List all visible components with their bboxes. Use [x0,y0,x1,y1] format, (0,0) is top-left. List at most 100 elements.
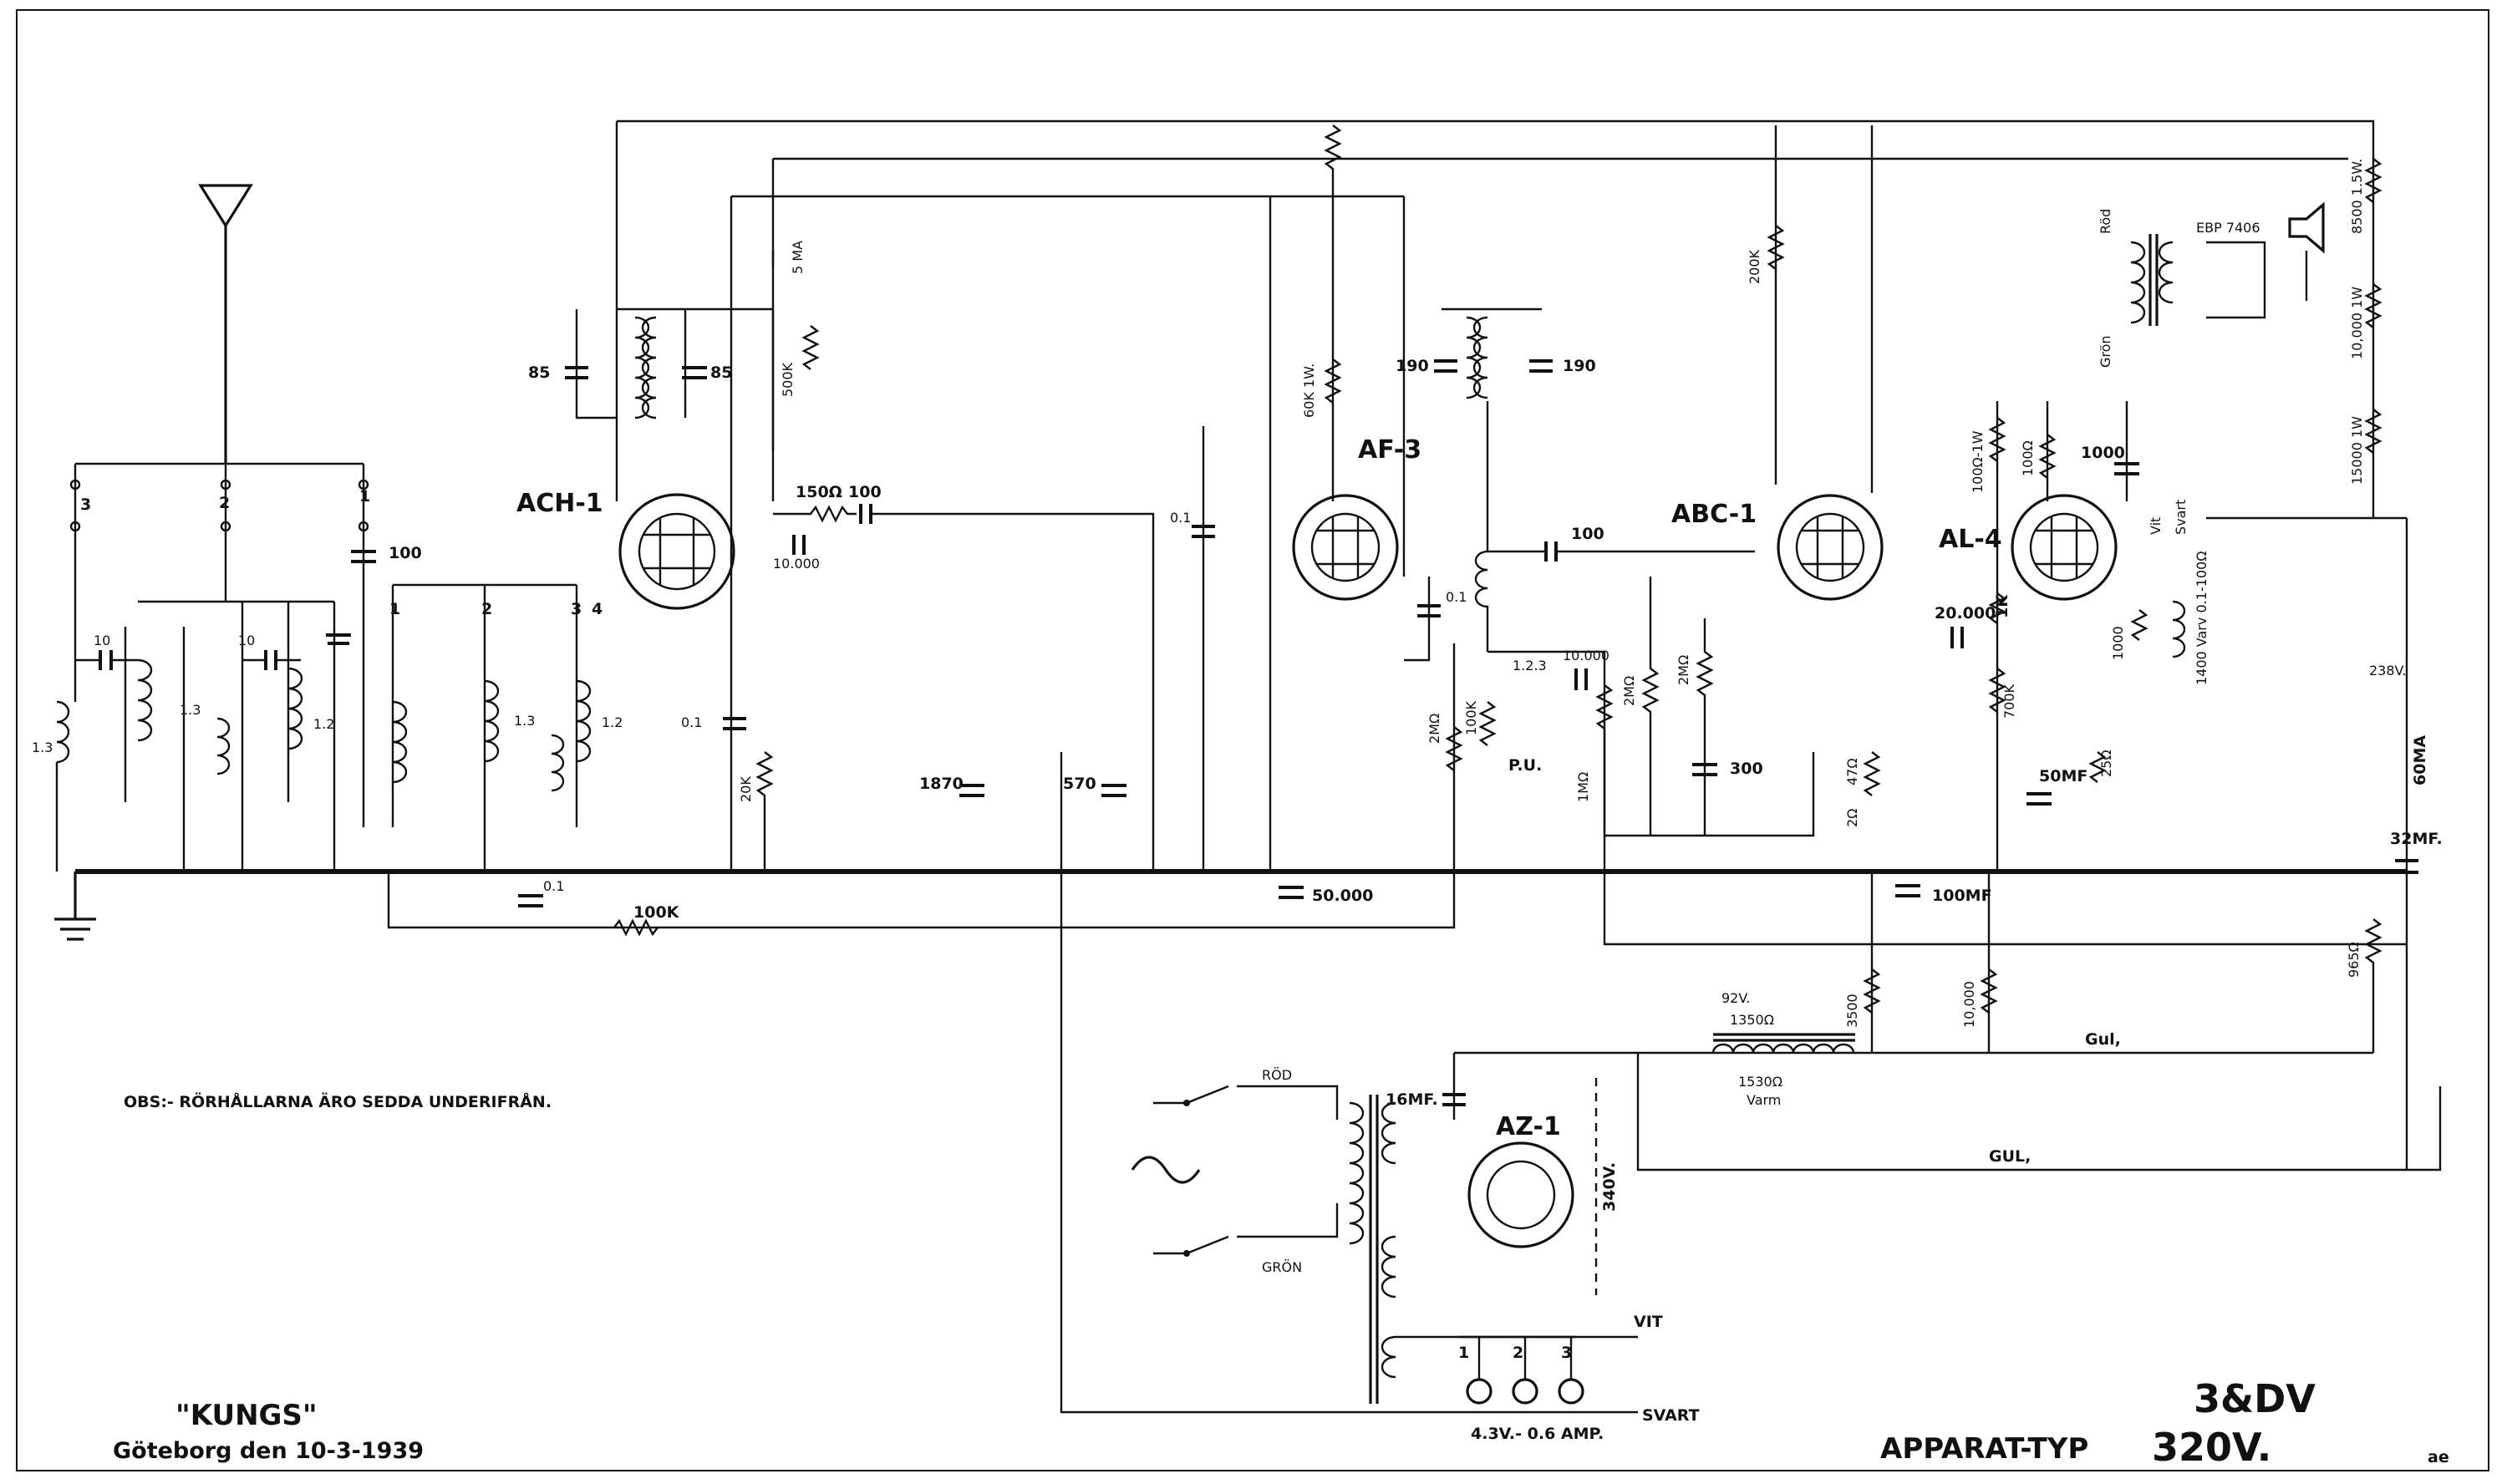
resistor-100-1w-label: 100Ω-1W [1970,430,1986,493]
mains-switch-1[interactable] [1153,1085,1339,1120]
if-transformer-2 [1434,307,1553,399]
svg-text:3: 3 [571,600,582,618]
wire-svart-tr-label: SVART [1642,1406,1700,1425]
tube-al4-label: AL-4 [1939,525,2002,554]
mains-switch-2[interactable] [1153,1203,1339,1257]
antenna-icon [198,184,253,464]
switch-label-2: 2 [219,494,230,512]
current-60ma-label: 60MA [2411,735,2429,785]
tap-13-a: 1.3 [180,702,201,718]
cap-10000a-label: 10.000 [773,556,820,572]
tube-af3 [1292,494,1399,601]
cap-1000a-label: 1000 [2081,444,2125,462]
wire-rod-out-label: Röd [2098,209,2113,234]
resistor-200k-label: 200K [1747,249,1762,284]
aerial-switch [69,479,369,532]
tap-13-b: 1.3 [514,713,535,729]
cap-100-det-label: 100 [1571,525,1604,543]
pu-label: P.U. [1508,756,1542,775]
cap-100mf-label: 100MF [1932,887,1992,905]
choke-1350-label: 1350Ω [1730,1012,1774,1028]
resistor-47-label: 47Ω [1844,758,1860,785]
current-5ma-label: 5 MA [790,241,806,274]
resistor-25-label: 25Ω [2098,750,2114,777]
wire-vit-tr-label: VIT [1634,1313,1663,1331]
svg-text:1: 1 [389,600,400,618]
note-text: OBS:- RÖRHÅLLARNA ÄRO SEDDA UNDERIFRÅN. [124,1091,552,1111]
resistor-150-label: 150Ω [796,483,842,501]
cap-10a-label: 10 [94,633,110,648]
resistor-100k-v-label: 100K [1463,700,1479,735]
switch-label-1: 1 [359,487,370,506]
wire-gul1-label: Gul, [2085,1030,2121,1049]
cap-10000b-label: 10.000 [1563,648,1609,663]
tap-12-b: 1.2 [602,714,623,730]
wire-gul2-label: GUL, [1989,1147,2031,1166]
tube-ach1-label: ACH-1 [516,489,603,518]
cap-01c-label: 0.1 [543,878,564,894]
tap-12-a: 1.2 [313,716,334,732]
switch-label-3: 3 [80,496,91,514]
wire-svart-label: Svart [2173,500,2189,535]
ac-symbol-icon [1131,1156,1201,1184]
choke-varm-label: Varm [1747,1092,1781,1108]
tube-az1 [1467,1141,1574,1248]
cap-01b-label: 0.1 [1170,510,1191,526]
filter-choke [1711,1033,1855,1054]
rf-coil-bank [124,600,336,872]
resistor-700k-label: 700K [2001,684,2017,719]
voltage-340-label: 340V. [1600,1162,1619,1212]
cap-50mf-label: 50MF [2039,767,2087,785]
title-place-date: Göteborg den 10-3-1939 [113,1438,424,1464]
wire-vit-label: Vit [2148,517,2164,535]
wire-gron-out-label: Grön [2098,335,2113,368]
resistor-500k-label: 500K [780,362,796,397]
cap-85b-label: 85 [710,363,732,382]
svg-text:2: 2 [481,600,492,618]
signature: ae [2428,1448,2449,1466]
tube-af3-label: AF-3 [1358,435,1421,465]
resistor-100k-label: 100K [633,903,680,922]
tube-abc1 [1777,494,1884,601]
cap-570-label: 570 [1063,775,1096,793]
apparat-handwritten: 3&DV [2194,1376,2316,1421]
resistor-100b-label: 100Ω [2020,440,2036,476]
cap-32mf-label: 32MF. [2390,830,2443,848]
resistor-10000-1w-label: 10,000 1W [2349,287,2365,359]
resistor-2m-a-label: 2MΩ [1426,714,1442,744]
cap-190a-label: 190 [1396,357,1429,375]
wire-rod-mains-label: RÖD [1262,1067,1292,1083]
resistor-2m-b-label: 2MΩ [1621,676,1637,706]
svg-text:3: 3 [1561,1344,1572,1362]
choke-1530-label: 1530Ω [1738,1074,1782,1090]
cap-85a-label: 85 [528,363,550,382]
cap-100-mix-label: 100 [848,483,882,501]
title-brand: "KUNGS" [175,1399,318,1432]
wire-gron-mains-label: GRÖN [1262,1259,1302,1275]
cap-01d-label: 0.1 [1446,589,1467,605]
resistor-3500-label: 3500 [1844,994,1860,1028]
cap-10b-label: 10 [238,633,255,648]
svg-text:2: 2 [1513,1344,1523,1362]
resistor-8500-label: 8500 1.5W. [2349,159,2365,234]
cap-16mf-label: 16MF. [1386,1090,1438,1109]
hum-coil-label: 1400 Varv 0.1-100Ω [2194,551,2210,685]
filament-label: 4.3V.- 0.6 AMP. [1471,1425,1604,1443]
tube-abc1-label: ABC-1 [1671,500,1757,529]
osc-coil-bank [391,583,592,872]
if-transformer-1 [565,307,775,501]
voltage-238-label: 238V. [2369,663,2407,678]
apparat-voltage: 320V. [2152,1425,2271,1470]
cap-20000-label: 20.000 [1935,604,1996,623]
resistor-10000-label: 10,000 [1961,981,1977,1028]
cap-300-label: 300 [1730,760,1763,778]
speaker-icon [2288,201,2325,301]
apparat-type-label: APPARAT-TYP [1880,1432,2088,1466]
resistor-2-label: 2Ω [1844,809,1860,827]
resistor-965-label: 965Ω [2346,942,2362,978]
tap-123-label: 1.2.3 [1513,658,1547,673]
resistor-20k-label: 20K [738,776,754,802]
speaker-model-label: EBP 7406 [2196,220,2260,236]
choke-92v-label: 92V. [1721,990,1750,1006]
